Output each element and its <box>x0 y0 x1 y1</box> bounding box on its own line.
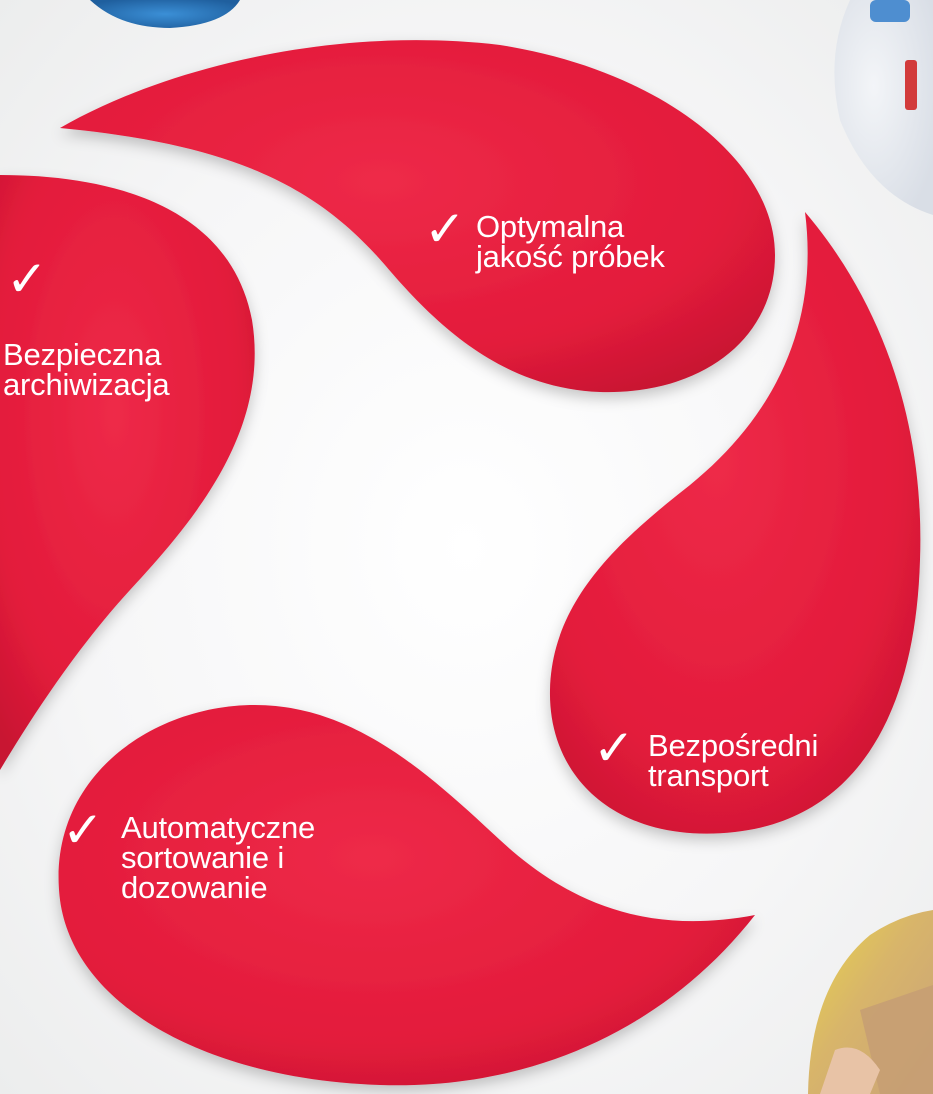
checkmark-icon: ✓ <box>424 200 466 258</box>
parcel-box-photo <box>808 910 933 1094</box>
feature-line: archiwizacja <box>3 367 170 402</box>
feature-line: sortowanie i <box>121 840 285 875</box>
feature-secure-archiving: Bezpieczna archiwizacja <box>3 337 170 402</box>
feature-automatic-sorting: Automatyczne sortowanie i dozowanie <box>121 810 316 905</box>
gloved-hand-photo <box>90 0 240 28</box>
feature-line: Optymalna <box>476 209 625 244</box>
feature-line: Bezpieczna <box>3 337 162 372</box>
feature-line: Bezpośredni <box>648 728 819 763</box>
checkmark-icon: ✓ <box>6 250 48 308</box>
feature-line: Automatyczne <box>121 810 316 845</box>
feature-line: transport <box>648 758 769 793</box>
checkmark-icon: ✓ <box>62 801 104 859</box>
checkmark-icon: ✓ <box>593 719 635 777</box>
drop-bottom <box>58 705 755 1086</box>
drop-right <box>549 212 921 834</box>
feature-optimal-quality: Optymalna jakość próbek <box>476 209 665 274</box>
drop-left <box>0 175 255 770</box>
drop-top <box>60 40 775 393</box>
laboratory-photo <box>834 0 933 215</box>
feature-line: jakość próbek <box>476 239 665 274</box>
feature-line: dozowanie <box>121 870 268 905</box>
feature-direct-transport: Bezpośredni transport <box>648 728 819 793</box>
